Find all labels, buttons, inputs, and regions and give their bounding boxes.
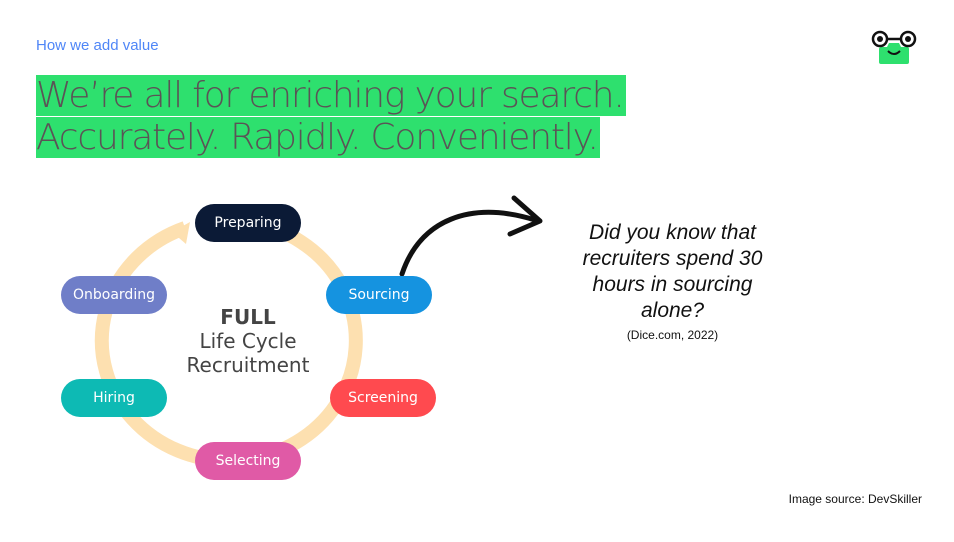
center-bold: FULL [220,305,276,329]
diagram-center-label: FULL Life Cycle Recruitment [187,305,310,377]
headline-line-1: We’re all for enriching your search. [36,75,626,116]
fact-text: Did you know that recruiters spend 30 ho… [582,221,763,322]
center-line-2: Life Cycle [199,329,297,353]
stage-onboarding: Onboarding [61,276,167,314]
image-source: Image source: DevSkiller [788,492,922,506]
stage-preparing: Preparing [195,204,301,242]
section-subtitle: How we add value [36,37,159,54]
center-line-3: Recruitment [186,353,310,377]
goggle-face-logo-icon [871,30,917,64]
stage-hiring: Hiring [61,379,167,417]
stage-screening: Screening [330,379,436,417]
stage-sourcing: Sourcing [326,276,432,314]
ring-arrowhead-icon [172,222,190,244]
stage-selecting: Selecting [195,442,301,480]
headline-line-2: Accurately. Rapidly. Conveniently. [36,117,600,158]
fact-citation: (Dice.com, 2022) [626,328,719,342]
curved-arrow-icon [399,210,538,277]
